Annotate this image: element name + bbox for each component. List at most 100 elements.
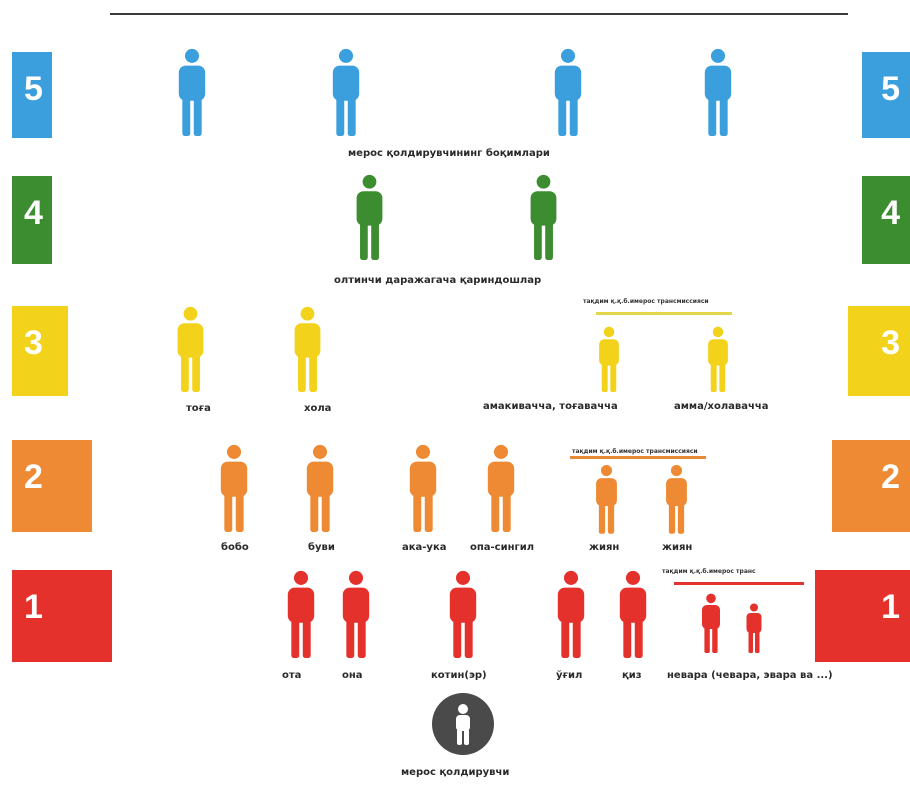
tier-number: 3 bbox=[24, 324, 43, 362]
person-leg-left bbox=[413, 491, 422, 532]
person-head bbox=[183, 306, 198, 321]
tier-2-transmission-title: тақдим қ.қ.б.имерос трансмиссияси bbox=[572, 448, 698, 455]
person-body bbox=[177, 323, 204, 358]
tier-number: 4 bbox=[24, 194, 43, 232]
person-icon bbox=[292, 306, 323, 396]
person-leg-right bbox=[610, 361, 617, 392]
person-body bbox=[342, 587, 370, 623]
person-leg-right bbox=[424, 491, 433, 532]
person-icon bbox=[594, 464, 619, 538]
person-leg-right bbox=[371, 220, 379, 260]
tier-1-transmission-title: тақдим қ.қ.б.имерос транс bbox=[662, 568, 756, 575]
tier-3-transmission-title: тақдим қ.қ.б.имерос трансмиссияси bbox=[583, 298, 709, 305]
person-figure bbox=[666, 464, 687, 534]
person-head bbox=[415, 444, 431, 459]
person-head bbox=[184, 48, 200, 63]
person-icon bbox=[354, 174, 385, 264]
tier-3-label-cousins-2: амма/холавачча bbox=[674, 401, 769, 412]
tier-3-label-khola: хола bbox=[304, 403, 332, 414]
person-icon bbox=[330, 48, 362, 140]
person-leg-left bbox=[181, 352, 189, 392]
tier-2-label-aka-uka: ака-ука bbox=[402, 542, 447, 553]
tier-2-underline bbox=[570, 456, 706, 459]
person-body bbox=[619, 587, 647, 623]
person-leg-left bbox=[601, 361, 608, 392]
person-figure bbox=[746, 603, 762, 653]
person-leg-left bbox=[360, 220, 368, 260]
person-head bbox=[670, 464, 683, 477]
tier-2-label-bobo: бобо bbox=[221, 542, 249, 553]
person-icon bbox=[702, 48, 734, 140]
person-leg-left bbox=[453, 617, 462, 658]
person-leg-right bbox=[357, 617, 366, 658]
person-leg-left bbox=[491, 491, 500, 532]
person-leg-left bbox=[291, 617, 300, 658]
tier-1-label-nevara: невара (чевара, эвара ва ...) bbox=[667, 670, 833, 681]
person-icon bbox=[552, 48, 584, 140]
person-figure bbox=[708, 326, 728, 392]
tier-number: 2 bbox=[24, 458, 43, 496]
person-body bbox=[746, 613, 762, 633]
person-figure bbox=[177, 306, 204, 392]
tier-1-left-box: 1 bbox=[12, 570, 112, 662]
tier-2-left-box: 2 bbox=[12, 440, 92, 532]
person-figure bbox=[599, 326, 619, 392]
person-leg-right bbox=[569, 95, 578, 136]
person-figure bbox=[449, 570, 477, 658]
person-leg-left bbox=[336, 95, 345, 136]
person-head bbox=[706, 593, 716, 604]
person-body bbox=[220, 461, 248, 497]
person-icon bbox=[447, 570, 479, 662]
person-leg-left bbox=[708, 95, 717, 136]
person-icon bbox=[555, 570, 587, 662]
person-body bbox=[557, 587, 585, 623]
tier-2-label-opa-singil: опа-сингил bbox=[470, 542, 535, 553]
person-leg-left bbox=[558, 95, 567, 136]
person-body bbox=[599, 339, 619, 366]
person-leg-right bbox=[302, 617, 311, 658]
tier-4-left-box: 4 bbox=[12, 176, 52, 264]
person-leg-left bbox=[598, 501, 606, 534]
person-head bbox=[600, 464, 613, 477]
tier-3-label-toga: тоға bbox=[186, 403, 211, 414]
person-leg-left bbox=[298, 352, 306, 392]
tier-2-right-box: 2 bbox=[832, 440, 910, 532]
person-leg-left bbox=[182, 95, 191, 136]
tier-1-label-qiz: қиз bbox=[622, 670, 642, 681]
person-head bbox=[560, 48, 576, 63]
person-head bbox=[338, 48, 354, 63]
tier-1-underline bbox=[674, 582, 804, 585]
person-leg-left bbox=[310, 491, 319, 532]
person-leg-right bbox=[607, 501, 615, 534]
person-figure bbox=[306, 444, 334, 532]
tier-number: 1 bbox=[881, 588, 900, 626]
person-icon bbox=[175, 306, 206, 396]
person-head bbox=[493, 444, 509, 459]
person-leg-right bbox=[192, 352, 200, 392]
tier-number: 4 bbox=[881, 194, 900, 232]
person-body bbox=[356, 191, 383, 226]
tier-1-label-ogil: ўғил bbox=[556, 670, 583, 681]
tier-number: 5 bbox=[24, 70, 43, 108]
person-leg-left bbox=[748, 630, 753, 653]
tier-2-label-jiyan-2: жиян bbox=[662, 542, 693, 553]
person-icon bbox=[617, 570, 649, 662]
person-figure bbox=[356, 174, 383, 260]
person-icon bbox=[218, 444, 250, 536]
tier-1-label-ota: ота bbox=[282, 670, 302, 681]
person-head bbox=[226, 444, 242, 459]
person-leg-right bbox=[719, 361, 726, 392]
person-icon bbox=[456, 704, 470, 745]
person-head bbox=[712, 326, 724, 338]
person-figure bbox=[554, 48, 582, 136]
person-leg-right bbox=[712, 625, 718, 653]
person-body bbox=[708, 339, 728, 366]
tier-4-right-box: 4 bbox=[862, 176, 910, 264]
person-leg-right bbox=[309, 352, 317, 392]
tier-3-underline bbox=[596, 312, 732, 315]
person-figure bbox=[287, 570, 315, 658]
person-leg-right bbox=[677, 501, 685, 534]
tier-1-label-spouse: котин(эр) bbox=[431, 670, 487, 681]
person-body bbox=[294, 323, 321, 358]
person-icon bbox=[528, 174, 559, 264]
